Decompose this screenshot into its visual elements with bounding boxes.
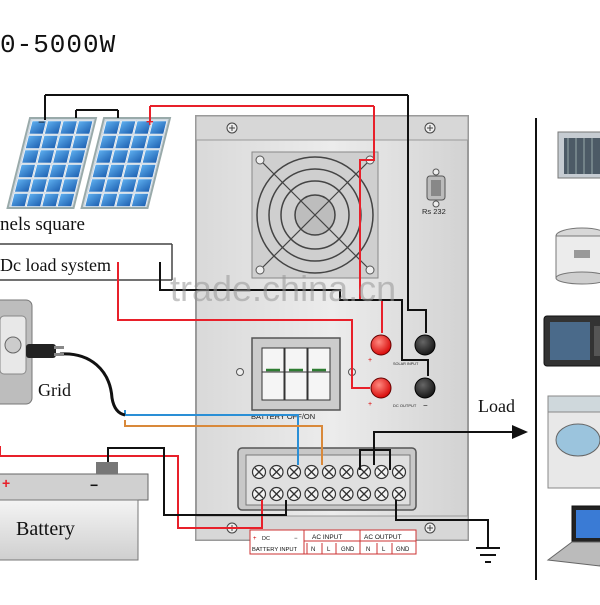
rs232-label: Rs 232 xyxy=(422,207,446,216)
svg-text:N: N xyxy=(366,547,370,553)
terminal-labels: + DC − BATTERY INPUT AC INPUT AC OUTPUT … xyxy=(249,529,417,555)
television-icon xyxy=(543,315,600,367)
grid-label: Grid xyxy=(38,380,71,400)
terminal-screw[interactable] xyxy=(391,464,407,480)
battery-minus: − xyxy=(90,477,98,493)
solar-input-label: SOLAR INPUT xyxy=(393,362,419,366)
rs232-port[interactable]: Rs 232 xyxy=(422,168,446,216)
solar-panels-label: nels square xyxy=(0,214,85,235)
solar-panel-array xyxy=(6,117,172,209)
terminal-screw[interactable] xyxy=(304,486,319,502)
svg-text:BATTERY INPUT: BATTERY INPUT xyxy=(252,547,298,553)
svg-text:−: − xyxy=(423,401,428,410)
terminal-screw[interactable] xyxy=(374,486,389,502)
svg-text:GND: GND xyxy=(341,547,355,553)
load-label: Load xyxy=(478,396,515,416)
battery-plus: + xyxy=(2,475,10,491)
svg-text:+: + xyxy=(368,357,372,364)
watermark: trade.china.cn xyxy=(170,268,397,309)
terminal-block[interactable] xyxy=(237,447,417,511)
rice-cooker-icon xyxy=(555,227,600,285)
dc-load-label: Dc load system xyxy=(0,255,111,275)
ground-symbol xyxy=(476,547,500,563)
terminal-screw[interactable] xyxy=(251,486,267,502)
dc-output-label: DC OUTPUT xyxy=(393,403,417,408)
svg-text:AC OUTPUT: AC OUTPUT xyxy=(364,534,402,541)
terminal-screw[interactable] xyxy=(339,464,354,480)
solar-water-heater-icon xyxy=(557,131,600,179)
svg-text:AC INPUT: AC INPUT xyxy=(312,534,342,541)
terminal-screw[interactable] xyxy=(269,464,284,480)
screw-icon xyxy=(424,522,436,534)
laptop-icon xyxy=(546,505,600,567)
terminal-screw[interactable] xyxy=(321,464,337,480)
battery-unit: + − xyxy=(0,462,149,561)
terminal-screw[interactable] xyxy=(391,486,407,502)
washing-machine-icon xyxy=(547,395,600,489)
terminal-screw[interactable] xyxy=(356,486,372,502)
cooling-fan xyxy=(251,151,379,279)
battery-switch[interactable]: BATTERY OFF/ON xyxy=(251,337,341,421)
wiring xyxy=(0,95,528,548)
svg-text:+: + xyxy=(253,536,257,542)
svg-text:GND: GND xyxy=(396,547,410,553)
solar-input-terminals[interactable]: + SOLAR INPUT − xyxy=(368,334,436,366)
terminal-screw[interactable] xyxy=(321,486,337,502)
svg-text:L: L xyxy=(327,547,331,553)
svg-text:DC: DC xyxy=(262,536,270,542)
dc-output-terminals[interactable]: + DC OUTPUT − xyxy=(368,377,436,410)
terminal-screw[interactable] xyxy=(251,464,267,480)
terminal-screw[interactable] xyxy=(374,464,389,480)
svg-text:−: − xyxy=(294,536,298,542)
terminal-screw[interactable] xyxy=(269,486,284,502)
svg-text:N: N xyxy=(311,547,315,553)
terminal-screw[interactable] xyxy=(304,464,319,480)
terminal-screw[interactable] xyxy=(286,464,302,480)
screw-icon xyxy=(226,122,238,134)
panel-plus-sign: + xyxy=(146,114,154,129)
screw-icon xyxy=(424,122,436,134)
power-rating-title: 0-5000W xyxy=(0,30,117,60)
grid-outlet xyxy=(0,299,64,405)
battery-switch-label: BATTERY OFF/ON xyxy=(251,412,315,421)
panel-minus-sign: − xyxy=(38,115,45,129)
svg-text:+: + xyxy=(368,401,372,408)
terminal-screw[interactable] xyxy=(339,486,354,502)
terminal-screw[interactable] xyxy=(286,486,302,502)
svg-text:L: L xyxy=(382,547,386,553)
battery-label: Battery xyxy=(16,518,75,540)
